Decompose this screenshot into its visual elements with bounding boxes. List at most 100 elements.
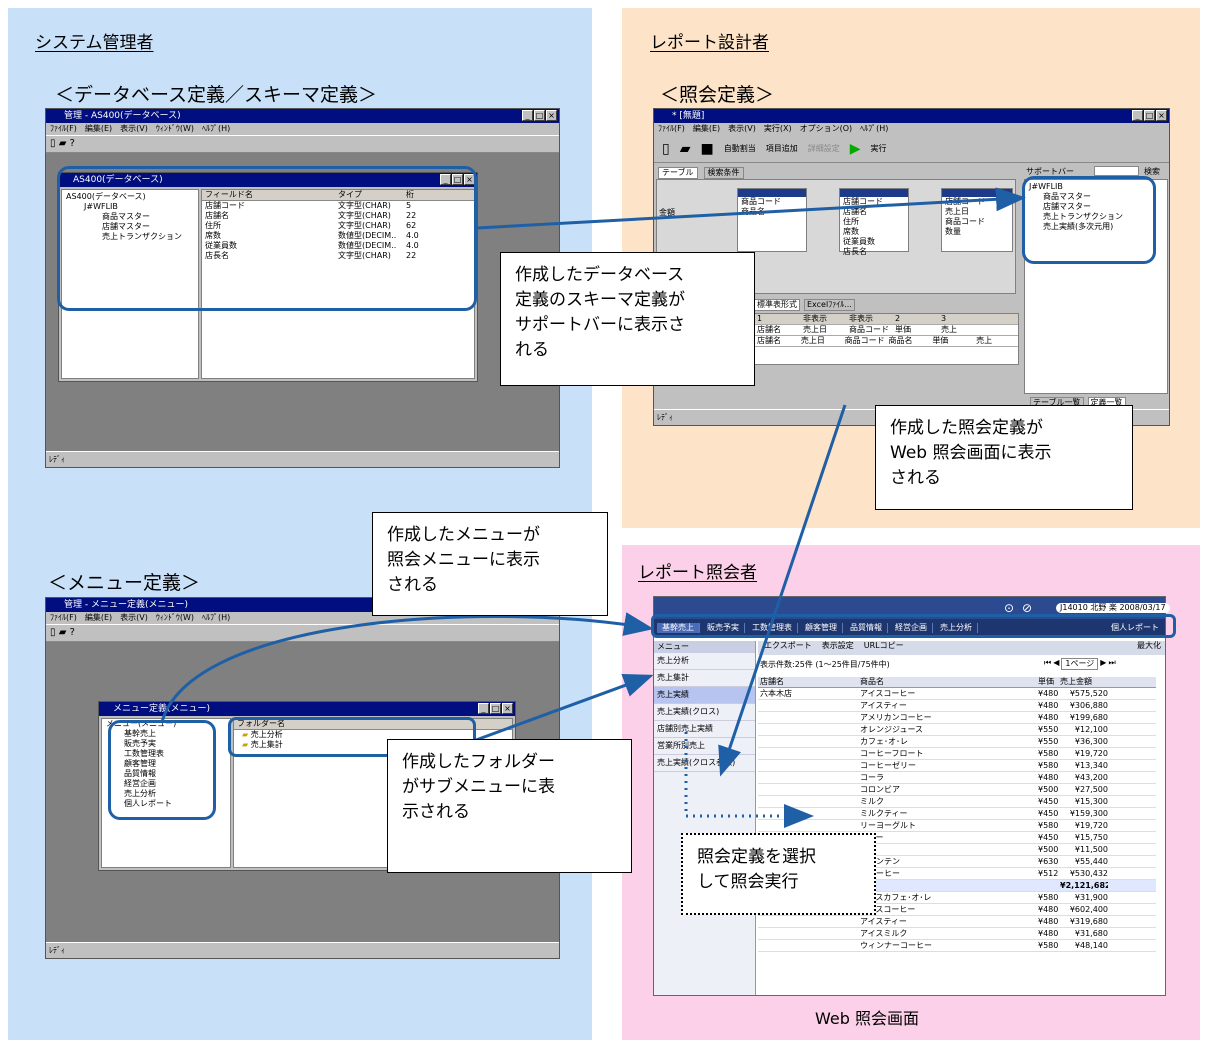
- table-field[interactable]: 店長名: [843, 247, 867, 256]
- support-tree-item[interactable]: 商品マスター: [1043, 192, 1091, 201]
- prev-page-icon[interactable]: ◀: [1053, 658, 1060, 667]
- last-page-icon[interactable]: ⏭: [1108, 658, 1116, 667]
- support-tree-item[interactable]: 店舗マスター: [1043, 202, 1091, 211]
- menu-tree-item[interactable]: 販売予実: [124, 739, 156, 748]
- help-icon[interactable]: ⊙: [1004, 601, 1015, 615]
- auto-assign-button[interactable]: 自動割当: [723, 143, 756, 153]
- maximize-icon[interactable]: □: [1144, 110, 1155, 121]
- table-row[interactable]: ウィンナーコーヒー¥580¥48,140: [758, 940, 1156, 952]
- maximize-icon[interactable]: □: [534, 110, 545, 121]
- menu-tree-item[interactable]: 品質情報: [124, 769, 156, 778]
- tree-item-root[interactable]: AS400(データベース): [66, 192, 146, 201]
- grid-cell[interactable]: 売上: [976, 336, 993, 345]
- menu-window-menubar[interactable]: ﾌｧｲﾙ(F) 編集(E) 表示(V) ｳｨﾝﾄﾞｳ(W) ﾍﾙﾌﾟ(H): [50, 613, 231, 622]
- db-field-row[interactable]: 従業員数数値型(DECIM..4.0: [202, 241, 474, 251]
- table-sales[interactable]: 店舗コード売上日商品コード数量: [941, 188, 1013, 252]
- table-row[interactable]: コーヒーゼリー¥580¥13,340: [758, 760, 1156, 772]
- grid-cell[interactable]: 2: [895, 314, 901, 323]
- tab-table[interactable]: テーブル: [658, 167, 698, 179]
- db-field-row[interactable]: 店舗コード文字型(CHAR)5: [202, 201, 474, 211]
- table-field[interactable]: 店舗名: [843, 207, 867, 216]
- column-header[interactable]: 店舗名: [760, 677, 784, 686]
- open-folder-icon[interactable]: ▰: [679, 140, 691, 157]
- db-window-menubar[interactable]: ﾌｧｲﾙ(F) 編集(E) 表示(V) ｳｨﾝﾄﾞｳ(W) ﾍﾙﾌﾟ(H): [50, 124, 231, 133]
- grid-cell[interactable]: 店舗名: [757, 336, 781, 345]
- column-header[interactable]: 売上金額: [1060, 677, 1092, 686]
- table-row[interactable]: リーヨーグルト¥580¥19,720: [758, 820, 1156, 832]
- save-icon[interactable]: ■: [700, 140, 714, 157]
- db-window-titlebar[interactable]: 管理 - AS400(データベース) _□×: [46, 109, 559, 123]
- sidebar-item[interactable]: 売上集計: [654, 670, 755, 687]
- table-field[interactable]: 店舗コード: [843, 197, 883, 206]
- web-tab[interactable]: 顧客管理: [800, 623, 843, 633]
- web-tab[interactable]: 販売予実: [702, 623, 745, 633]
- table-store[interactable]: 店舗コード店舗名住所席数従業員数店長名: [839, 188, 909, 256]
- column-header[interactable]: 単価: [1038, 677, 1054, 686]
- display-setting-button[interactable]: 表示設定: [821, 641, 854, 650]
- close-icon[interactable]: ×: [1156, 110, 1167, 121]
- table-row[interactable]: ミルク¥450¥15,300: [758, 796, 1156, 808]
- table-row[interactable]: アイスティー¥480¥306,880: [758, 700, 1156, 712]
- minimize-icon[interactable]: _: [478, 703, 489, 714]
- help-icon[interactable]: ?: [69, 627, 75, 638]
- grid-cell[interactable]: 単価: [932, 336, 949, 345]
- sidebar-item[interactable]: 売上分析: [654, 653, 755, 670]
- grid-cell[interactable]: 3: [941, 314, 947, 323]
- table-field[interactable]: 売上日: [945, 207, 969, 216]
- web-tab-personal[interactable]: 個人レポート: [1111, 623, 1159, 632]
- url-copy-button[interactable]: URLコピー: [863, 641, 904, 650]
- folder-name-header[interactable]: フォルダー名: [234, 719, 512, 730]
- minimize-icon[interactable]: _: [522, 110, 533, 121]
- add-item-button[interactable]: 項目追加: [765, 143, 798, 153]
- grid-cell[interactable]: 単価: [895, 325, 911, 334]
- column-header[interactable]: 商品名: [860, 677, 884, 686]
- menu-tree-item[interactable]: 顧客管理: [124, 759, 156, 768]
- table-row[interactable]: 六本木店アイスコーヒー¥480¥575,520: [758, 688, 1156, 700]
- sidebar-item[interactable]: 店舗別売上実績: [654, 721, 755, 738]
- folder-item[interactable]: ▰ 売上集計: [242, 740, 283, 749]
- table-row[interactable]: アメリカンコーヒー¥480¥199,680: [758, 712, 1156, 724]
- web-tab[interactable]: 基幹売上: [657, 623, 700, 633]
- help-icon[interactable]: ?: [69, 138, 75, 149]
- db-field-row[interactable]: 席数数値型(DECIM..4.0: [202, 231, 474, 241]
- tree-item-lib[interactable]: J#WFLIB: [84, 202, 118, 211]
- grid-cell[interactable]: 売上日: [800, 336, 825, 345]
- web-tab[interactable]: 経営企画: [890, 623, 933, 633]
- tree-item-product[interactable]: 商品マスター: [102, 212, 150, 221]
- table-field[interactable]: 住所: [843, 217, 859, 226]
- detail-setting-button[interactable]: 詳細設定: [807, 143, 840, 153]
- page-select[interactable]: 1ページ: [1061, 658, 1099, 670]
- new-file-icon[interactable]: ▯: [50, 138, 56, 149]
- support-search-button[interactable]: 検索: [1144, 167, 1160, 176]
- tree-item-store[interactable]: 店舗マスター: [102, 222, 150, 231]
- col-type[interactable]: タイプ: [338, 190, 362, 199]
- folder-item[interactable]: ▰ 売上分析: [242, 730, 283, 739]
- db-field-row[interactable]: 住所文字型(CHAR)62: [202, 221, 474, 231]
- maximize-icon[interactable]: □: [452, 174, 463, 185]
- excel-button[interactable]: Excelﾌｧｲﾙ...: [804, 299, 855, 311]
- web-tab[interactable]: 工数管理表: [747, 623, 798, 633]
- table-field[interactable]: 従業員数: [843, 237, 875, 246]
- new-file-icon[interactable]: ▯: [50, 627, 56, 638]
- grid-cell[interactable]: 売上: [941, 325, 957, 334]
- minimize-icon[interactable]: _: [440, 174, 451, 185]
- grid-cell[interactable]: 店舗名: [757, 325, 781, 334]
- table-field[interactable]: 商品コード: [945, 217, 985, 226]
- open-folder-icon[interactable]: ▰: [58, 138, 67, 149]
- menu-tree-item[interactable]: 基幹売上: [124, 729, 156, 738]
- query-window-menubar[interactable]: ﾌｧｲﾙ(F) 編集(E) 表示(V) 実行(X) オプション(O) ﾍﾙﾌﾟ(…: [658, 124, 889, 133]
- open-folder-icon[interactable]: ▰: [58, 627, 67, 638]
- next-page-icon[interactable]: ▶: [1100, 658, 1107, 667]
- table-row[interactable]: オレンジジュース¥550¥12,100: [758, 724, 1156, 736]
- table-row[interactable]: アイスティー¥480¥319,680: [758, 916, 1156, 928]
- table-row[interactable]: ブコーヒー¥512¥530,432: [758, 868, 1156, 880]
- maximize-button[interactable]: 最大化: [1137, 641, 1161, 650]
- db-field-row[interactable]: 店舗名文字型(CHAR)22: [202, 211, 474, 221]
- grid-cell[interactable]: 非表示: [849, 314, 873, 323]
- close-icon[interactable]: ×: [502, 703, 513, 714]
- table-field[interactable]: 数量: [945, 227, 961, 236]
- close-icon[interactable]: ×: [546, 110, 557, 121]
- new-file-icon[interactable]: ▯: [662, 140, 670, 157]
- sidebar-item[interactable]: 売上実績: [654, 687, 755, 704]
